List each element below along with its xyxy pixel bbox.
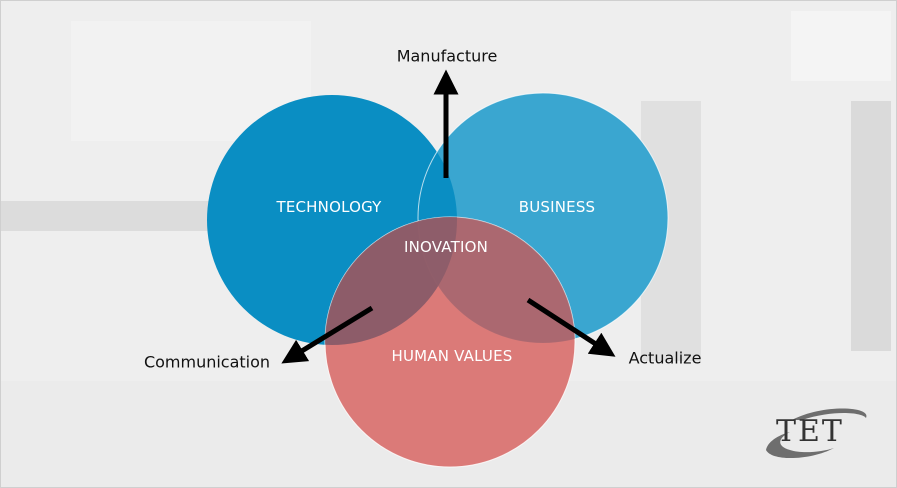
label-communication: Communication	[143, 352, 271, 372]
bg-window	[791, 11, 891, 81]
arrow-communication	[281, 305, 374, 364]
logo-text: TET	[776, 414, 844, 449]
label-innovation: INOVATION	[404, 238, 488, 256]
logo-swoosh-icon	[766, 408, 867, 459]
label-human-values: HUMAN VALUES	[391, 347, 513, 365]
bg-tank	[851, 101, 891, 351]
label-manufacture: Manufacture	[396, 46, 498, 66]
arrow-actualize	[526, 297, 616, 357]
tet-logo: TET	[762, 404, 882, 464]
label-actualize: Actualize	[628, 348, 702, 368]
label-technology: TECHNOLOGY	[276, 198, 382, 216]
label-business: BUSINESS	[518, 198, 596, 216]
